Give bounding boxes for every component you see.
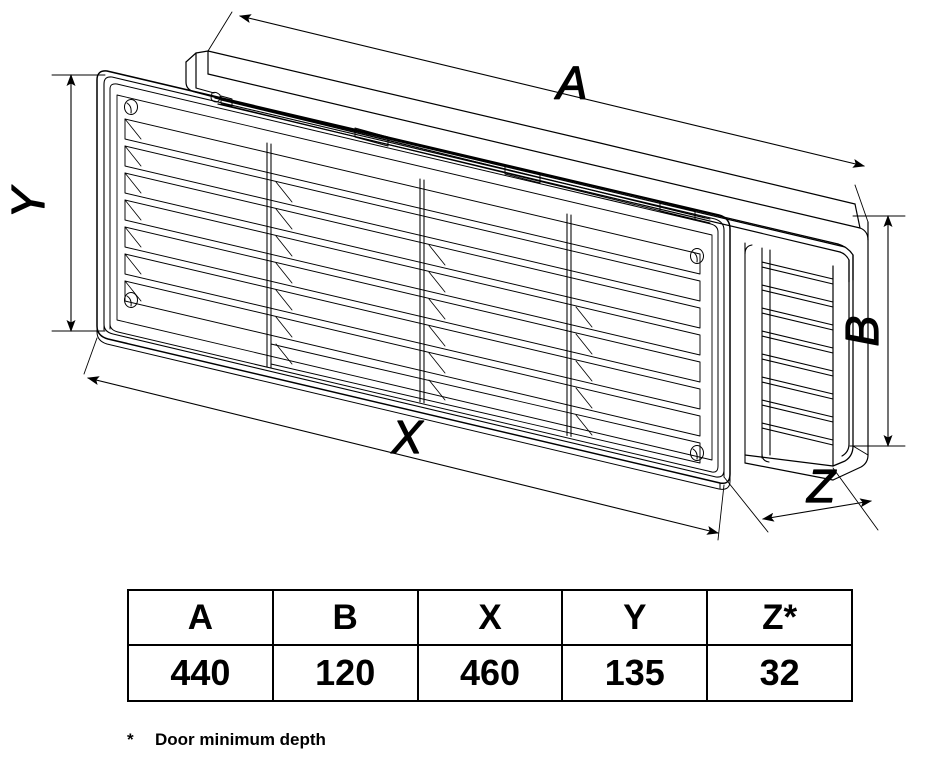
footnote-marker: * — [127, 730, 134, 749]
rear-flange — [185, 50, 861, 229]
screw-hole-top-left — [124, 99, 138, 115]
spec-value-a: 440 — [127, 644, 274, 702]
spec-header-b: B — [271, 589, 419, 646]
dimension-b — [849, 215, 906, 447]
spec-header-y: Y — [561, 589, 709, 646]
dimension-label-y: Y — [2, 184, 54, 218]
spec-header-a: A — [127, 589, 274, 646]
dimension-a — [207, 11, 869, 223]
footnote: * Door minimum depth — [127, 730, 326, 750]
spec-table-value-row: 440 120 460 135 32 — [127, 644, 853, 702]
spec-value-z: 32 — [706, 644, 853, 702]
dimension-x — [83, 337, 725, 541]
spec-header-z: Z* — [706, 589, 853, 646]
dimension-label-x: X — [391, 411, 425, 463]
grille-technical-drawing: A B X Y — [1, 11, 906, 541]
screw-hole-bottom-right — [690, 445, 704, 461]
spec-table-container: A B X Y Z* 440 120 460 135 32 — [127, 589, 853, 702]
dimension-y — [51, 74, 106, 332]
screw-hole-top-right — [690, 248, 704, 264]
screw-hole-bottom-left — [124, 292, 138, 308]
dimension-label-z: Z — [806, 460, 837, 512]
side-louvre-stack — [744, 242, 834, 467]
dimension-label-a: A — [554, 57, 588, 109]
spec-value-y: 135 — [561, 644, 709, 702]
spec-value-x: 460 — [416, 644, 564, 702]
footnote-text: Door minimum depth — [155, 730, 326, 749]
spec-value-b: 120 — [271, 644, 419, 702]
spec-header-x: X — [416, 589, 564, 646]
dimension-label-b: B — [836, 316, 888, 347]
spec-table-header-row: A B X Y Z* — [127, 589, 853, 646]
dimension-z — [723, 467, 879, 533]
spec-table: A B X Y Z* 440 120 460 135 32 — [127, 589, 853, 702]
